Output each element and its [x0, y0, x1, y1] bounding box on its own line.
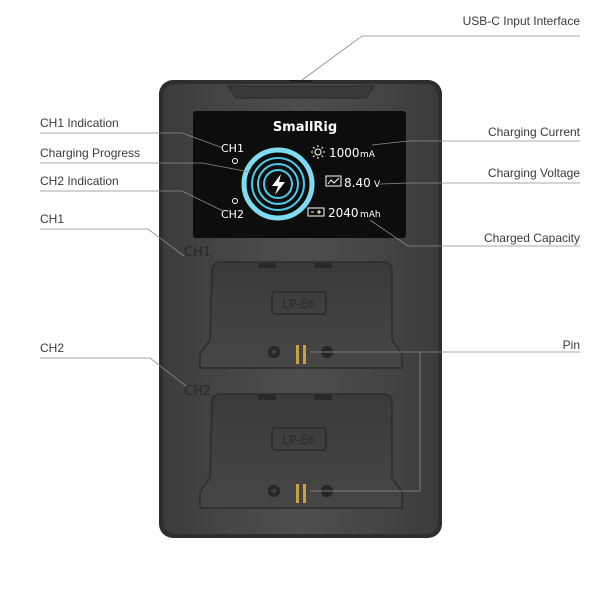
lcd-screen [193, 111, 406, 238]
callout-charging-voltage: Charging Voltage [487, 166, 580, 180]
callout-usb-c: USB-C Input Interface [462, 14, 580, 28]
battery-icon [307, 207, 325, 217]
slot2-mold-label: CH2 [184, 384, 211, 399]
callout-ch2: CH2 [40, 341, 65, 355]
ch1-indicator-dot [232, 158, 238, 164]
slot1-mold-label: CH1 [184, 245, 211, 260]
callout-charging-current: Charging Current [487, 125, 580, 139]
slot1-battery-bay [199, 261, 403, 369]
slot2-battery-model: LP-E6 [282, 433, 315, 447]
usb-c-port [227, 85, 375, 99]
slot1-battery-model: LP-E6 [282, 297, 315, 311]
voltage-value: 8.40 [344, 176, 371, 190]
leader-charging-voltage [379, 182, 580, 185]
callout-ch1-indication: CH1 Indication [40, 116, 119, 130]
leader-ch1 [40, 228, 185, 257]
slot1-plus-terminal-icon [268, 346, 280, 358]
charging-progress-ring [241, 147, 315, 221]
lightning-icon [272, 174, 285, 195]
leader-ch2-indication [40, 190, 224, 212]
slot2-battery-model-badge [271, 427, 327, 451]
slot1-battery-model-badge [271, 291, 327, 315]
callout-ch1: CH1 [40, 212, 65, 226]
voltage-unit: V [374, 180, 381, 190]
leader-pin-2 [310, 352, 421, 492]
callout-ch2-indication: CH2 Indication [40, 174, 119, 188]
slot2-plus-terminal-icon [268, 485, 280, 497]
callout-charging-progress: Charging Progress [40, 146, 141, 160]
leader-lines [40, 35, 580, 492]
slot2-battery-bay [199, 393, 403, 509]
leader-ch1-indication [40, 132, 224, 149]
slot1-pin [296, 345, 299, 364]
leader-charged-capacity [369, 219, 580, 247]
current-unit: mA [360, 150, 376, 160]
leader-charging-current [371, 140, 580, 146]
voltage-icon [325, 175, 342, 187]
capacity-unit: mAh [360, 210, 381, 220]
slot2-pin [296, 484, 299, 503]
leader-ch2 [40, 357, 187, 387]
leader-usb-c [301, 35, 580, 81]
lcd-ch2-label: CH2 [221, 208, 244, 221]
callout-charged-capacity: Charged Capacity [483, 231, 580, 245]
capacity-value: 2040 [328, 206, 359, 220]
brand-logo: SmallRig [273, 120, 337, 135]
ch2-indicator-dot [232, 198, 238, 204]
callout-pin: Pin [562, 338, 580, 352]
leader-charging-progress [40, 162, 251, 173]
sun-icon [311, 145, 325, 159]
current-value: 1000 [329, 146, 360, 160]
lcd-ch1-label: CH1 [221, 142, 244, 155]
